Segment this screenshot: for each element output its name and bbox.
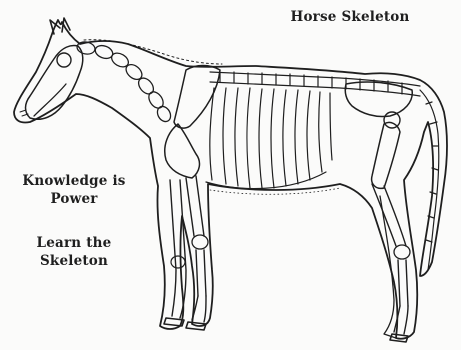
slogan-line-1: Knowledge is xyxy=(6,172,142,190)
tibia xyxy=(372,184,406,246)
slogan-line-2: Power xyxy=(6,190,142,208)
instruction-text: Learn the Skeleton xyxy=(6,234,142,270)
diagram-title: Horse Skeleton xyxy=(270,9,430,25)
front-cannon xyxy=(196,250,206,296)
hip-joint xyxy=(384,112,400,128)
instruction-line-1: Learn the xyxy=(6,234,142,252)
pelvis xyxy=(345,82,412,117)
knee-joint xyxy=(192,235,208,249)
radius xyxy=(186,176,204,236)
humerus xyxy=(165,124,200,178)
slogan-text: Knowledge is Power xyxy=(6,172,142,208)
far-knee-joint xyxy=(171,256,185,268)
femur xyxy=(372,122,400,188)
hind-cannon xyxy=(398,260,408,306)
instruction-line-2: Skeleton xyxy=(6,252,142,270)
mane xyxy=(84,40,222,64)
hock-joint xyxy=(394,245,410,259)
belly-line xyxy=(210,188,340,194)
rib-cage xyxy=(206,88,332,189)
neck-vertebrae xyxy=(76,41,173,124)
far-hind-leg xyxy=(380,196,396,338)
eye-socket xyxy=(57,53,71,67)
